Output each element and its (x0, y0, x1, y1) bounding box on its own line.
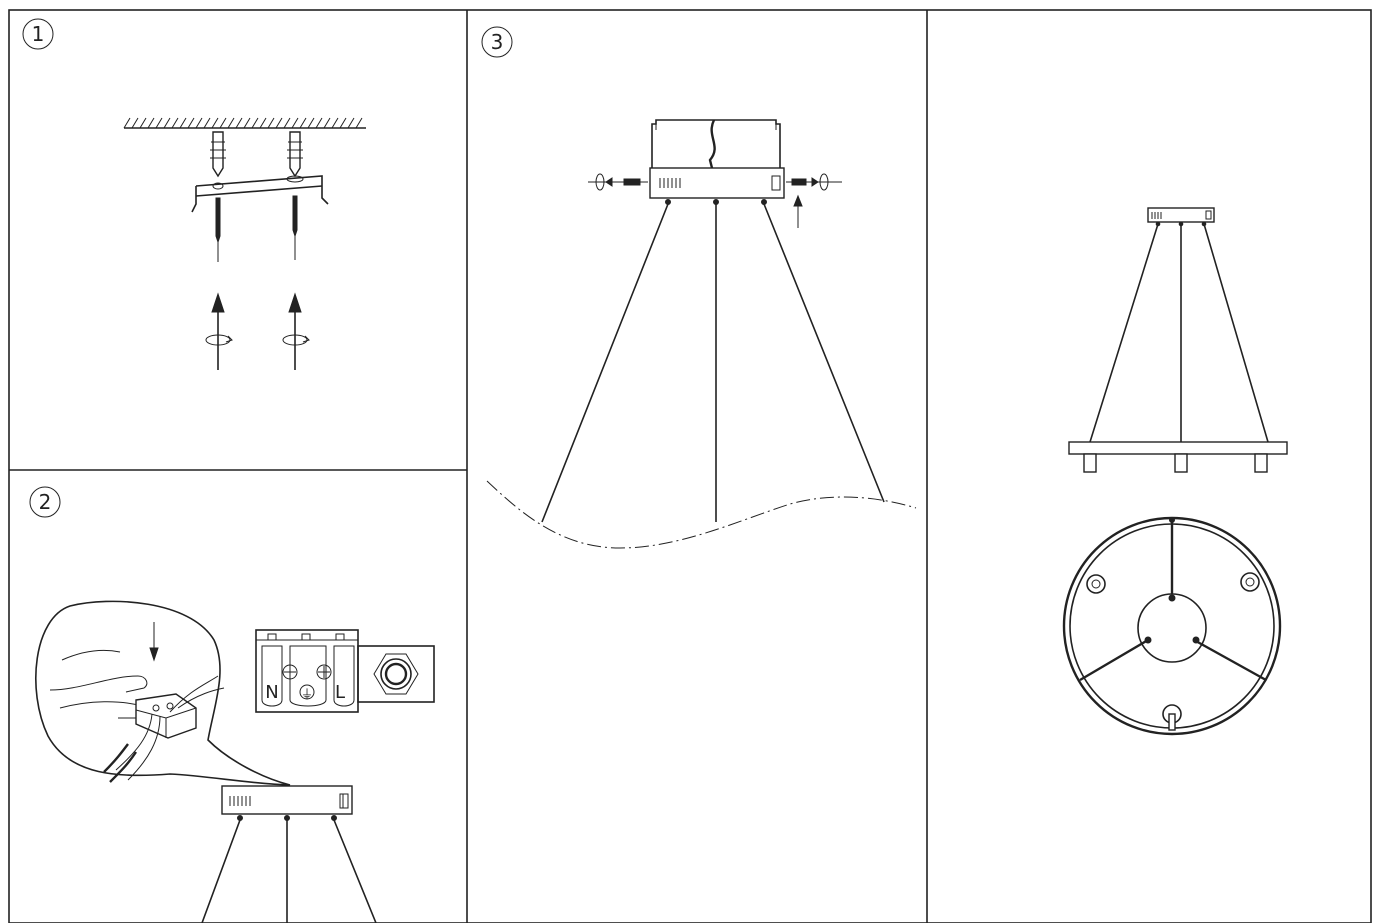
spotlight-bottom-center-icon (1162, 704, 1182, 731)
detail-callout (35, 600, 291, 786)
svg-text:2: 2 (39, 490, 52, 514)
finished-fixture-side-view (1068, 207, 1288, 473)
spotlight-bottom-left-icon (1086, 574, 1106, 594)
wall-plug-right (287, 131, 303, 178)
panel-grid (8, 9, 1372, 923)
ceiling-bracket-illustration (123, 117, 366, 370)
canopy-step-2 (201, 785, 377, 923)
terminal-neutral-label: N (265, 682, 278, 703)
step-2-number: 2 (29, 486, 61, 518)
wiring-illustration: N ⏚ L (35, 600, 435, 923)
finished-fixture-bottom-view (1062, 516, 1282, 736)
terminal-earth-label: ⏚ (301, 687, 313, 701)
terminal-block-detail: N ⏚ L (255, 629, 359, 713)
spotlight-heads (1083, 453, 1268, 473)
screw-left (215, 197, 221, 262)
step-3-number: 3 (481, 26, 513, 58)
spotlight-bottom-right-icon (1240, 572, 1260, 592)
tighten-arrow-left-icon (205, 292, 233, 370)
side-screw-right-icon (786, 173, 842, 191)
ceiling-hatch (123, 117, 363, 129)
svg-text:1: 1 (32, 22, 45, 46)
canopy-mounting-illustration (486, 119, 917, 549)
side-screw-left-icon (588, 173, 648, 191)
cable-gland-detail (357, 645, 435, 703)
screw-right (292, 195, 298, 260)
tighten-arrow-right-icon (282, 292, 310, 370)
wall-plug-left (210, 131, 226, 178)
terminal-live-label: L (335, 682, 345, 703)
step-1-number: 1 (22, 18, 54, 50)
svg-text:3: 3 (491, 30, 504, 54)
